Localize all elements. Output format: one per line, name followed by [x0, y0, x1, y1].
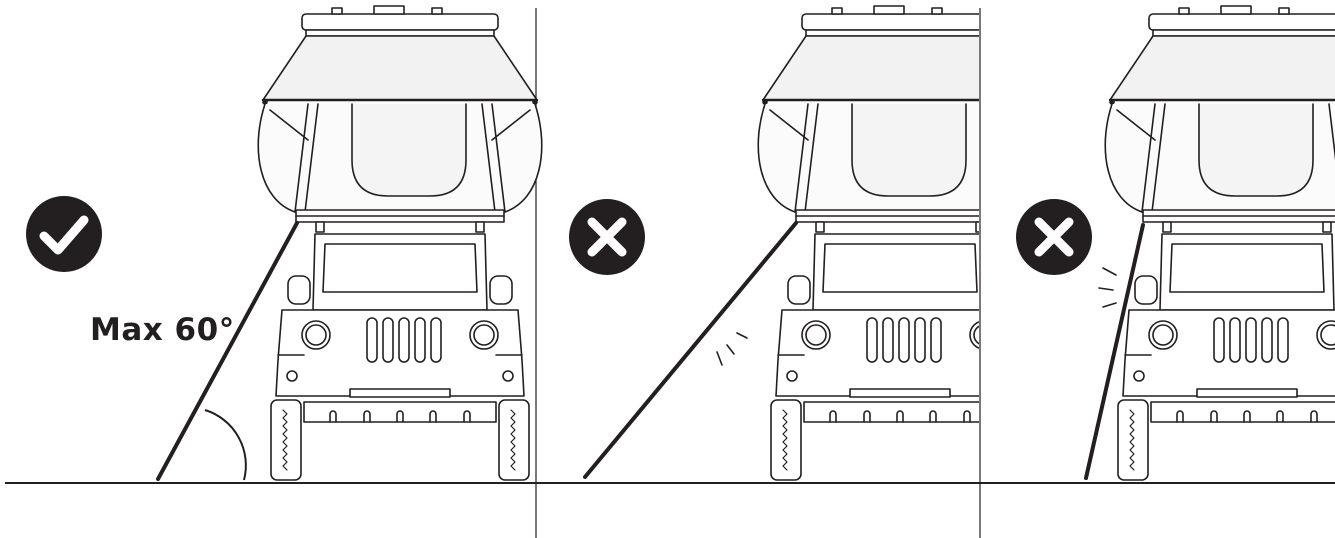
ladder: [583, 221, 798, 479]
panel-too-steep: [1016, 4, 1335, 482]
strain-marks: [1098, 267, 1117, 308]
ladder: [1084, 223, 1145, 480]
ladder: [156, 221, 299, 481]
panel-too-shallow: [569, 4, 979, 482]
strain-marks: [716, 332, 748, 366]
panel-correct: [26, 4, 543, 482]
vehicle-with-rooftop-tent: [757, 4, 979, 482]
checkmark-icon: [26, 196, 102, 272]
vehicle-with-rooftop-tent: [257, 4, 543, 482]
max-angle-label: Max 60°: [90, 312, 235, 348]
cross-icon: [569, 199, 645, 275]
angle-arc: [204, 409, 247, 481]
cross-icon: [1016, 199, 1092, 275]
